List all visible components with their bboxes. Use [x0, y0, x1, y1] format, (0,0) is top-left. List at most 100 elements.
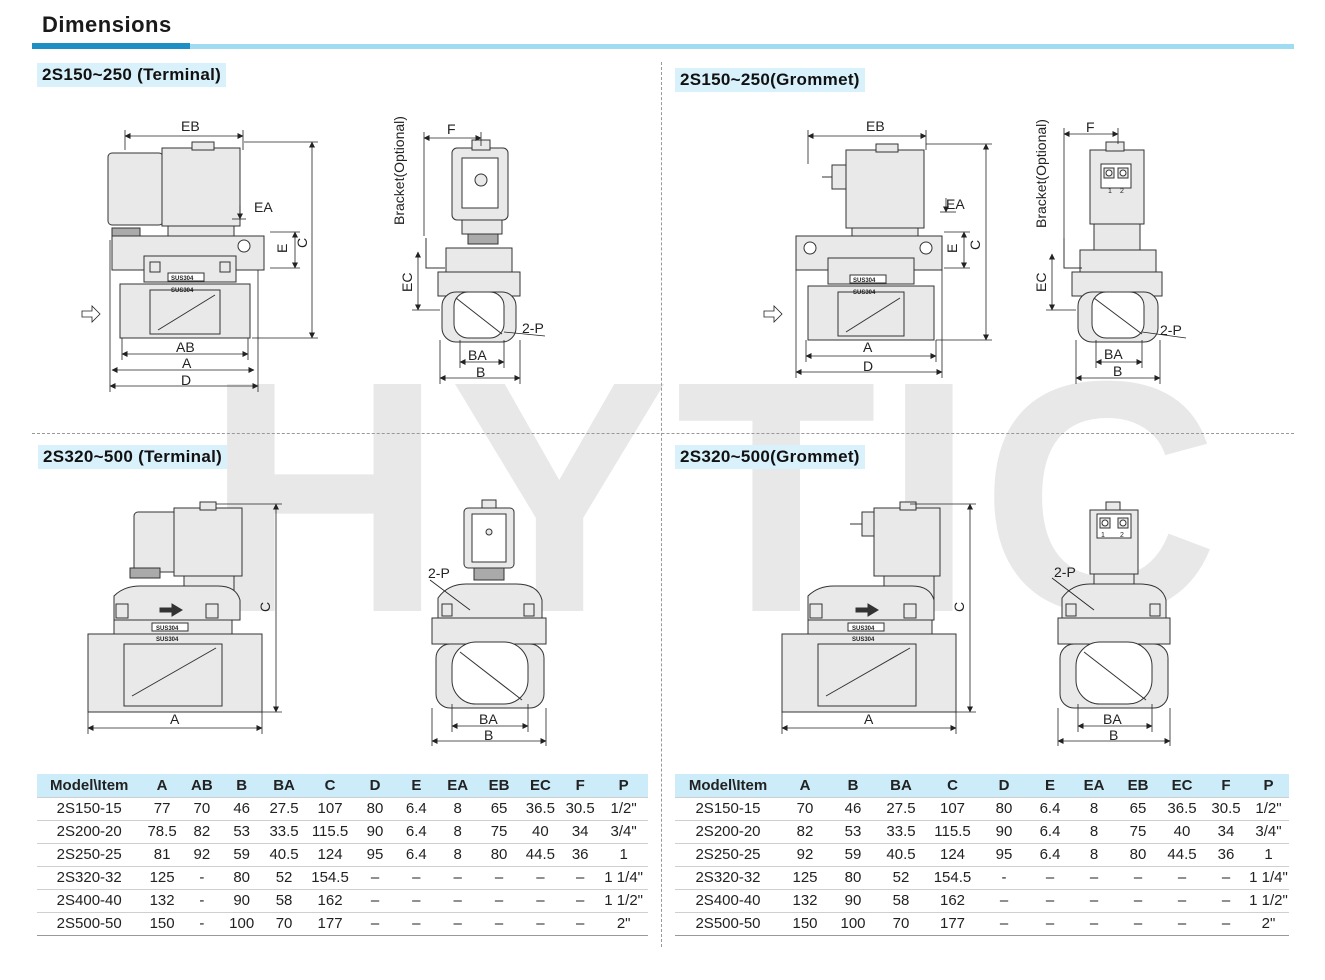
column-header: BA — [877, 774, 925, 797]
value-cell: 100 — [221, 911, 263, 936]
value-cell: 27.5 — [262, 796, 306, 820]
value-cell: 33.5 — [877, 819, 925, 843]
column-header: EC — [1160, 774, 1204, 797]
value-cell: 80 — [829, 865, 877, 889]
value-cell: 107 — [305, 796, 355, 820]
dimension-lines-terminal-large-front — [87, 503, 282, 734]
value-cell: 6.4 — [395, 796, 438, 820]
value-cell: – — [395, 911, 438, 936]
drawing-terminal-large-front — [87, 501, 263, 713]
value-cell: 162 — [925, 888, 980, 912]
value-cell: – — [1028, 865, 1072, 889]
value-cell: 34 — [561, 819, 600, 843]
dim-C-grommet-large: C — [951, 602, 967, 612]
model-cell: 2S500-50 — [675, 911, 781, 936]
value-cell: - — [980, 865, 1028, 889]
material-label-2: SUS304 — [171, 288, 194, 294]
value-cell: – — [561, 888, 600, 912]
value-cell: 1/2" — [599, 796, 648, 820]
value-cell: 75 — [1116, 819, 1160, 843]
pin-label-1-small: 1 — [1108, 188, 1112, 195]
value-cell: 46 — [221, 796, 263, 820]
value-cell: 90 — [354, 819, 396, 843]
value-cell: – — [1028, 911, 1072, 936]
value-cell: – — [980, 911, 1028, 936]
dim-EB-grommet-small: EB — [866, 118, 885, 134]
value-cell: 150 — [141, 911, 183, 936]
value-cell: 1 — [599, 842, 648, 866]
value-cell: 162 — [305, 888, 355, 912]
value-cell: 8 — [437, 819, 479, 843]
dim-C-terminal-small: C — [294, 238, 310, 248]
value-cell: 40 — [1160, 819, 1204, 843]
dim-A-grommet-small: A — [863, 339, 873, 355]
value-cell: – — [354, 888, 396, 912]
value-cell: 36.5 — [519, 796, 562, 820]
column-header: Model\Item — [675, 774, 781, 797]
dimension-lines-terminal-small-side — [412, 132, 546, 384]
dim-B-terminal-large: B — [484, 727, 493, 743]
value-cell: 70 — [262, 911, 306, 936]
value-cell: 124 — [925, 842, 980, 866]
column-header: P — [1248, 774, 1289, 797]
horizontal-divider — [32, 433, 1294, 434]
port-label-grommet-large: 2-P — [1054, 564, 1076, 580]
value-cell: 90 — [980, 819, 1028, 843]
pin-label-1-large: 1 — [1101, 532, 1105, 539]
column-header: B — [829, 774, 877, 797]
dim-BA-grommet-small: BA — [1104, 346, 1123, 362]
value-cell: 40 — [519, 819, 562, 843]
value-cell: 59 — [829, 842, 877, 866]
value-cell: – — [1116, 888, 1160, 912]
column-header: F — [1204, 774, 1248, 797]
value-cell: 8 — [437, 842, 479, 866]
value-cell: – — [1204, 911, 1248, 936]
dim-BA-grommet-large: BA — [1103, 711, 1122, 727]
dimension-lines-grommet-large-front — [781, 503, 976, 734]
model-cell: 2S250-25 — [37, 842, 142, 866]
column-header: EA — [437, 774, 479, 797]
value-cell: 80 — [221, 865, 263, 889]
dimension-lines-grommet-small-side — [1046, 128, 1187, 384]
value-cell: - — [182, 888, 221, 912]
value-cell: 150 — [781, 911, 829, 936]
value-cell: 125 — [781, 865, 829, 889]
value-cell: 44.5 — [519, 842, 562, 866]
port-label-terminal-small: 2-P — [522, 320, 544, 336]
dim-D-grommet-small: D — [863, 358, 873, 374]
value-cell: 8 — [1072, 819, 1116, 843]
value-cell: 70 — [182, 796, 221, 820]
column-header: A — [781, 774, 829, 797]
model-cell: 2S500-50 — [37, 911, 142, 936]
value-cell: 53 — [221, 819, 263, 843]
value-cell: – — [478, 911, 520, 936]
value-cell: – — [561, 865, 600, 889]
value-cell: 77 — [141, 796, 183, 820]
dim-A-terminal-small: A — [182, 355, 192, 371]
value-cell: 36 — [1204, 842, 1248, 866]
value-cell: 52 — [262, 865, 306, 889]
value-cell: 6.4 — [395, 842, 438, 866]
value-cell: – — [1028, 888, 1072, 912]
dim-B-terminal-small: B — [476, 364, 485, 380]
value-cell: 125 — [141, 865, 183, 889]
dim-EC-grommet-small: EC — [1033, 273, 1049, 292]
section-title-terminal-large: 2S320~500 (Terminal) — [38, 445, 228, 469]
column-header: C — [925, 774, 980, 797]
pin-label-2-large: 2 — [1120, 532, 1124, 539]
value-cell: – — [437, 888, 479, 912]
value-cell: 8 — [1072, 842, 1116, 866]
drawing-grommet-small-side — [1063, 141, 1163, 343]
value-cell: 1/2" — [1248, 796, 1289, 820]
value-cell: – — [1072, 888, 1116, 912]
value-cell: 90 — [221, 888, 263, 912]
value-cell: 124 — [305, 842, 355, 866]
material-label-3: SUS304 — [853, 278, 876, 284]
dimension-lines-terminal-small-front — [81, 130, 318, 392]
value-cell: 6.4 — [395, 819, 438, 843]
